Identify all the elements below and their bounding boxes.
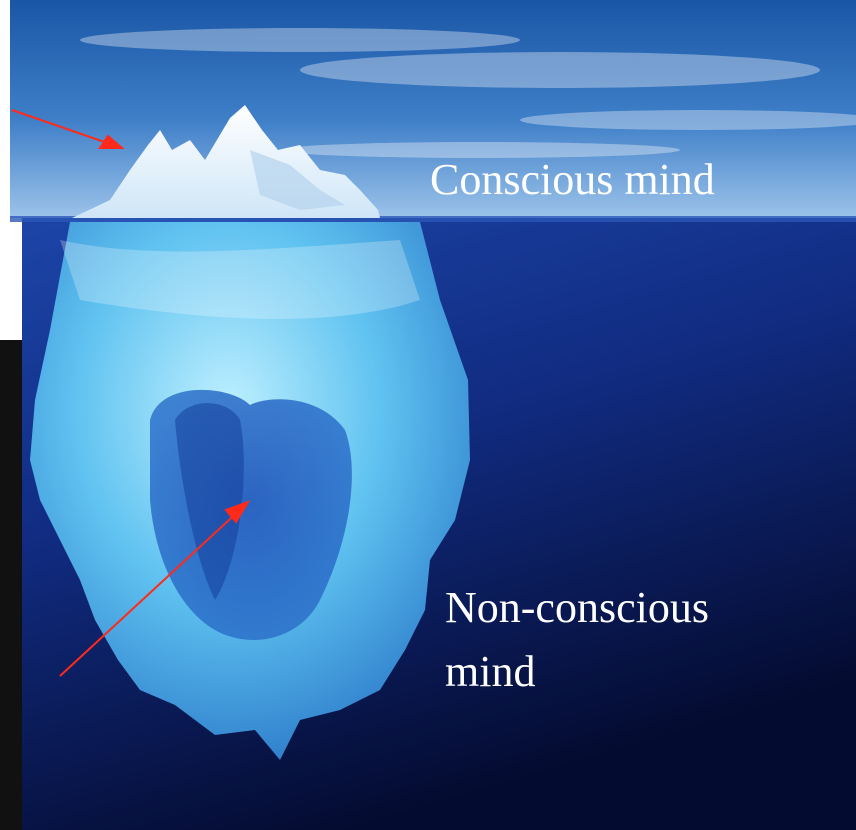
left-edge-strip [0,340,22,830]
conscious-mind-label: Conscious mind [430,154,715,206]
non-conscious-mind-label: Non-conscious [445,582,709,634]
non-conscious-mind-label-line2: mind [445,646,535,698]
